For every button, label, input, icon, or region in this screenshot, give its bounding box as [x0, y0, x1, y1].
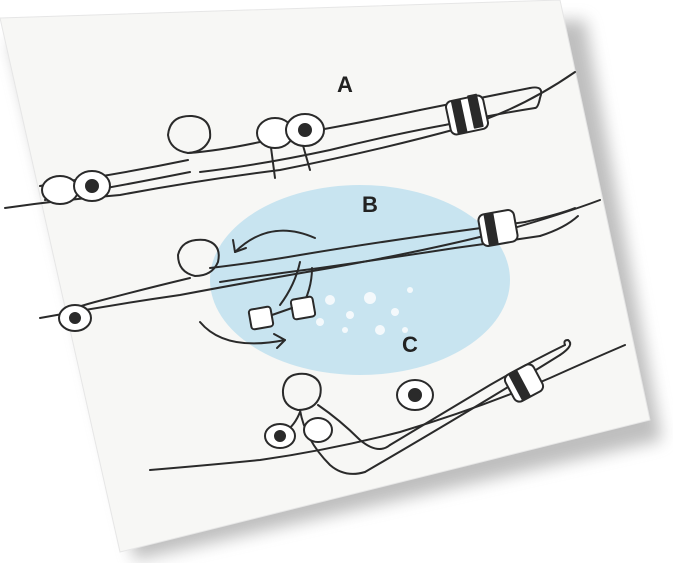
panel-c-label: C [402, 332, 418, 357]
panel-c-knee-float-icon [397, 380, 433, 410]
panel-a-label: A [337, 72, 353, 97]
panel-a-ankle-float [445, 94, 489, 135]
water-tint-region [210, 185, 510, 375]
panel-b-label: B [362, 192, 378, 217]
panel-b-hand-float-icon [59, 305, 91, 331]
